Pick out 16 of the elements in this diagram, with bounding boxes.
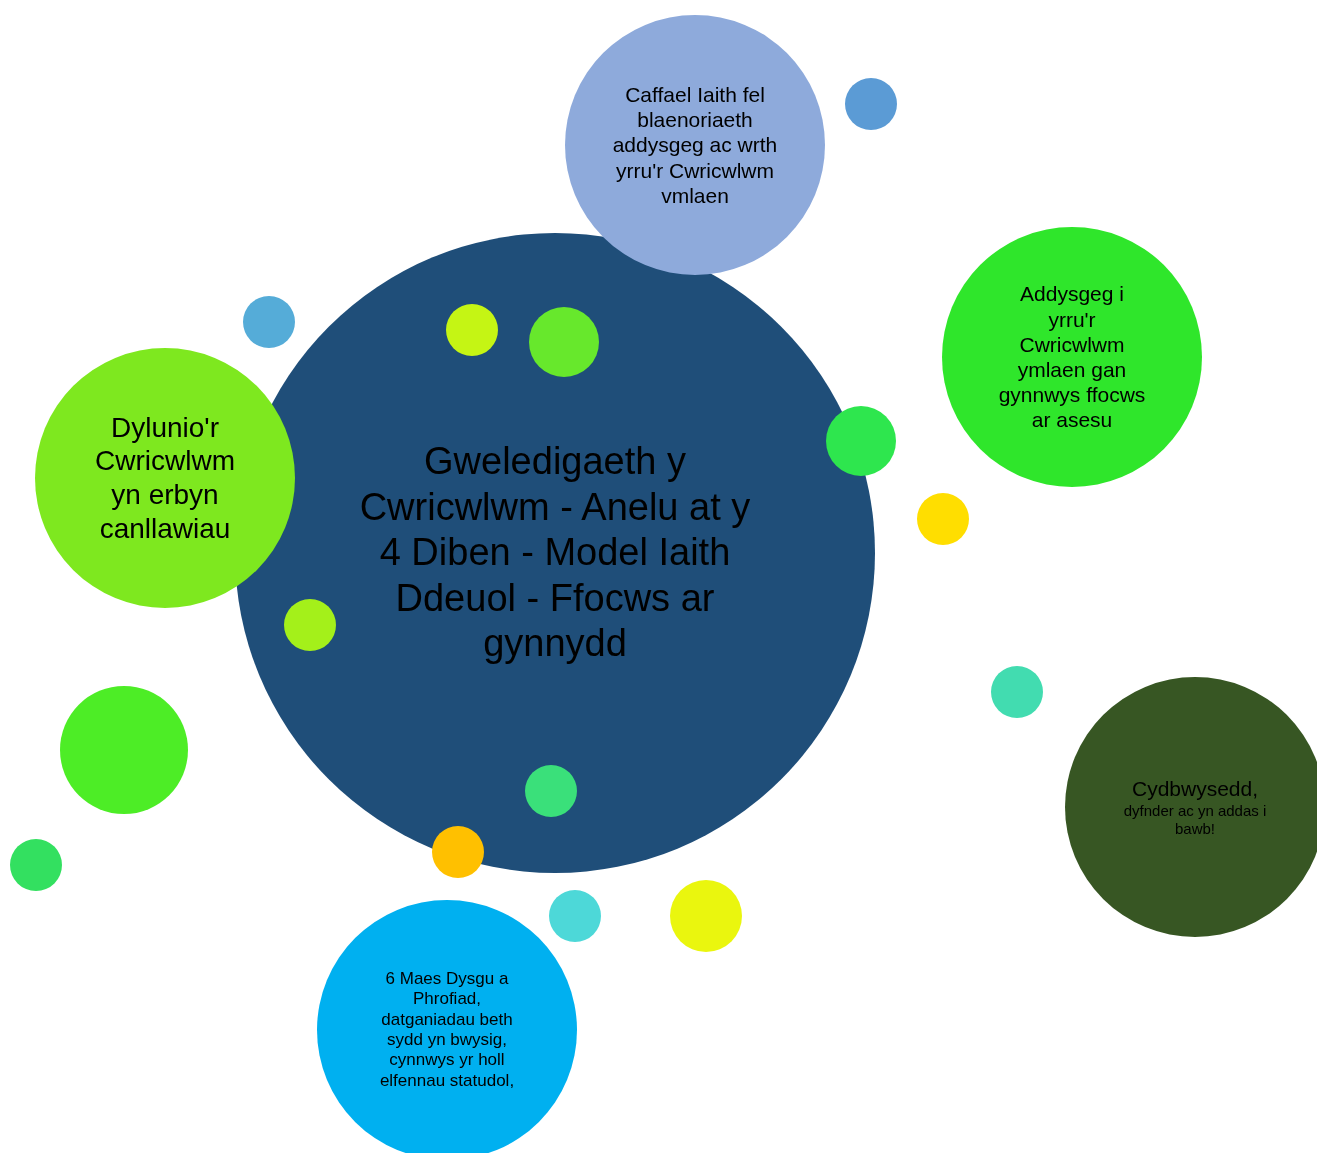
bubble — [991, 666, 1043, 718]
bubble — [549, 890, 601, 942]
topic-text: Addysgeg i yrru'r Cwricwlwm ymlaen gan gynnwys ffocws ar asesu — [997, 281, 1147, 433]
bubble — [917, 493, 969, 545]
bubble — [432, 826, 484, 878]
topic-text: Cydbwysedd, — [1130, 776, 1260, 802]
bubble — [525, 765, 577, 817]
bubble — [284, 599, 336, 651]
bubble — [446, 304, 498, 356]
topic-text: Gweledigaeth y Cwricwlwm - Anelu at y 4 Diben - Model Iaith Ddeuol - Ffocws ar gynnydd — [358, 439, 752, 667]
topic-text: Dylunio'r Cwricwlwm yn erbyn canllawiau — [94, 410, 236, 546]
bubble — [845, 78, 897, 130]
topic-subtext: dyfnder ac yn addas i bawb! — [1122, 801, 1268, 838]
topic-text: Caffael Iaith fel blaenoriaeth addysgeg ac wrth yrru'r Cwricwlwm vmlaen — [612, 82, 778, 208]
bubble — [10, 839, 62, 891]
topic-text: 6 Maes Dysgu a Phrofiad, datganiadau beth sydd yn bwysig, cynnwys yr holl elfennau statudol, — [378, 968, 516, 1092]
